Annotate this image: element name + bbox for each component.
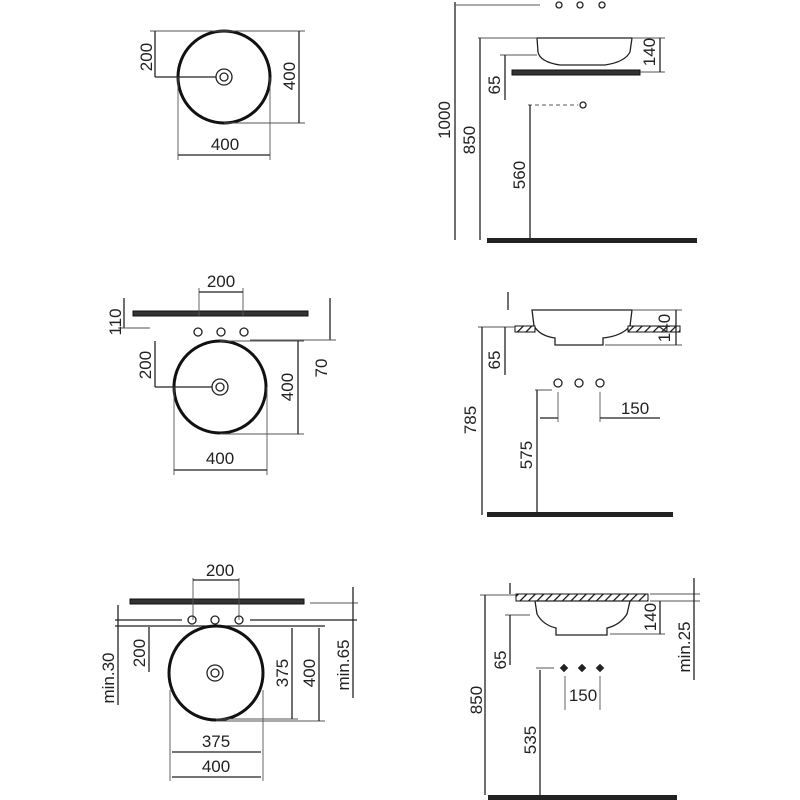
tap-hole-icon xyxy=(239,327,249,337)
countertop xyxy=(514,325,536,333)
basin-profile xyxy=(536,37,633,66)
dim-drain-height: 560 xyxy=(510,161,529,189)
top-side-view: 1000 850 65 140 560 xyxy=(435,1,697,243)
dim-basin-height: 140 xyxy=(641,603,660,631)
floor-line xyxy=(487,238,697,243)
tap-hole-icon xyxy=(216,327,226,337)
dim-min-gap: min.25 xyxy=(675,621,694,672)
wall-line xyxy=(129,598,305,605)
dim-width: 400 xyxy=(202,757,230,776)
dim-drain-depth: 200 xyxy=(130,639,149,667)
dim-height: 400 xyxy=(280,62,299,90)
dim-rim-drop: 65 xyxy=(491,651,510,670)
bottom-side-view: 850 65 140 min.25 150 535 xyxy=(467,578,700,800)
tap-hole-icon xyxy=(187,615,197,625)
dim-width: 400 xyxy=(211,135,239,154)
mid-side-view: 785 65 140 150 575 xyxy=(461,292,682,517)
floor-line xyxy=(487,512,673,517)
floor-line xyxy=(488,795,677,800)
dim-min-right: min.65 xyxy=(334,639,353,690)
dim-counter-height: 850 xyxy=(460,126,479,154)
dim-drain-depth: 200 xyxy=(137,43,156,71)
dim-counter-height: 850 xyxy=(467,686,486,714)
dim-tap-spacing: 200 xyxy=(206,561,234,580)
countertop xyxy=(511,69,641,76)
top-plan-view: 200 400 400 xyxy=(137,29,305,160)
tap-hole-icon xyxy=(577,663,587,673)
dim-drain-height: 535 xyxy=(521,726,540,754)
drain-icon xyxy=(211,378,229,396)
wall-line xyxy=(132,310,309,317)
dim-basin-height: 140 xyxy=(640,38,659,66)
drain-icon xyxy=(206,664,224,682)
dim-cutout-height: 375 xyxy=(273,659,292,687)
basin-profile xyxy=(531,309,633,346)
dim-basin-height: 140 xyxy=(655,314,674,342)
dim-wall-gap: 110 xyxy=(106,308,125,335)
tap-hole-icon xyxy=(234,615,244,625)
dim-tap-offset: 70 xyxy=(312,359,331,378)
tap-hole-icon xyxy=(210,615,220,625)
dim-cutout-width: 375 xyxy=(202,732,230,751)
dim-tap-spacing: 150 xyxy=(569,686,597,705)
dim-rim-drop: 65 xyxy=(485,351,504,370)
dim-drain-height: 575 xyxy=(517,441,536,469)
tap-hole-icon xyxy=(559,663,569,673)
dim-counter-height: 785 xyxy=(461,406,480,434)
countertop xyxy=(515,593,649,602)
drain-icon xyxy=(215,68,233,86)
tap-hole-icon xyxy=(595,663,605,673)
dim-height: 400 xyxy=(300,659,319,687)
dim-total-height: 1000 xyxy=(435,101,454,139)
dim-drain-depth: 200 xyxy=(136,351,155,379)
dim-tap-spacing: 150 xyxy=(621,399,649,418)
basin-profile xyxy=(534,600,631,636)
tap-hole-icon xyxy=(193,327,203,337)
mid-plan-view: 200 110 200 400 70 400 xyxy=(106,272,336,475)
bottom-plan-view: 200 min.30 200 375 400 min.65 375 400 xyxy=(99,561,358,781)
dim-rim-drop: 65 xyxy=(485,76,504,95)
dim-height: 400 xyxy=(278,373,297,401)
dim-width: 400 xyxy=(206,449,234,468)
basin-outline xyxy=(167,624,265,722)
dim-min-left: min.30 xyxy=(99,652,118,703)
dim-tap-spacing: 200 xyxy=(207,272,235,291)
